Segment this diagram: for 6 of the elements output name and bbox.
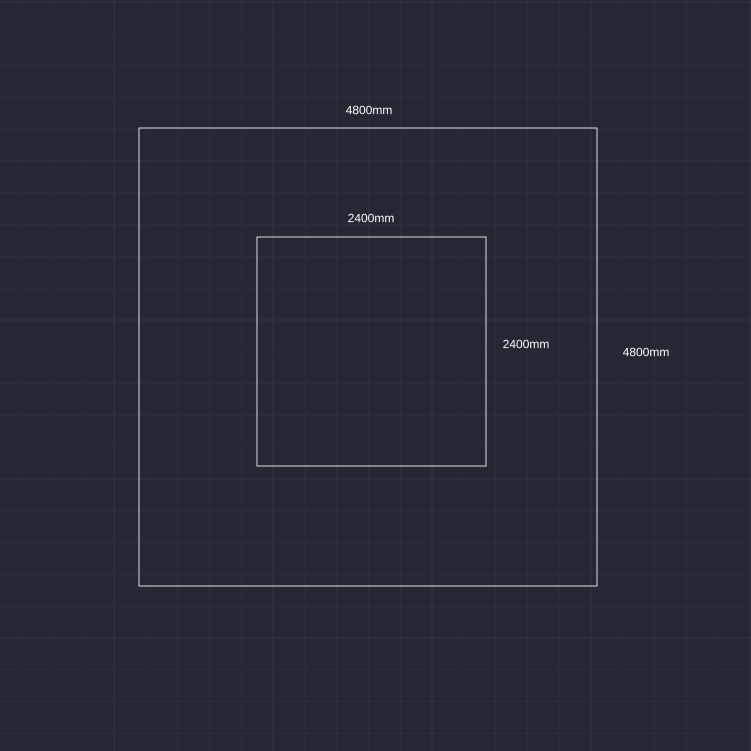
dimension-label: 2400mm — [503, 340, 549, 348]
dimension-label: 2400mm — [348, 214, 394, 222]
square-outline — [138, 127, 598, 586]
dimension-label: 4800mm — [346, 106, 392, 114]
dimension-label: 4800mm — [622, 348, 669, 356]
square-outline — [256, 236, 486, 466]
